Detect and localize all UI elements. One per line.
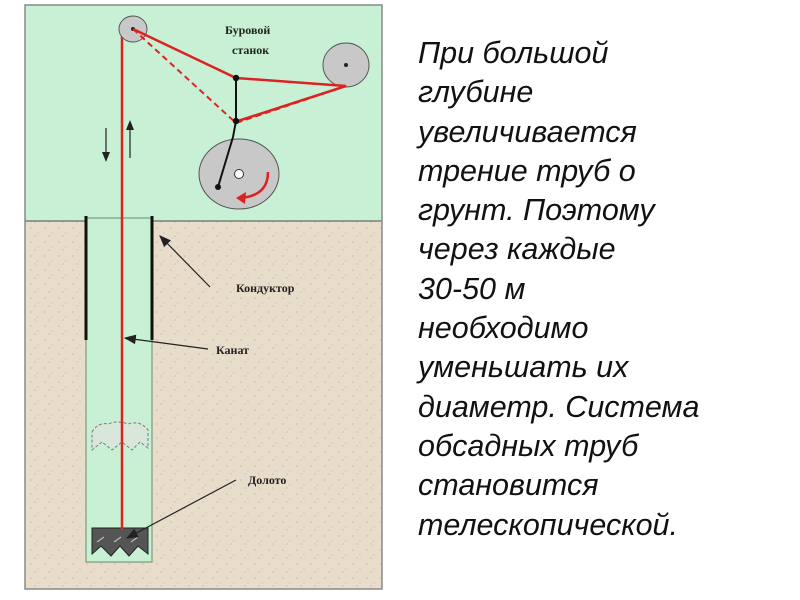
text-line-13: телескопической.: [418, 507, 678, 542]
bit-label: Долото: [248, 473, 286, 487]
text-line-1: При большой: [418, 36, 609, 70]
rope-label: Канат: [216, 343, 249, 357]
borehole: [85, 217, 153, 563]
text-line-6: через каждые: [418, 232, 616, 267]
ghost-bit: [91, 421, 149, 452]
ground-texture: [25, 221, 382, 589]
drill-rig-label-line2: станок: [232, 43, 269, 57]
drill-rig-label-line1: Буровой: [225, 23, 270, 37]
rocker-pivot-bottom: [232, 117, 240, 125]
rocker-pivot-top: [232, 74, 240, 82]
down-arrow-icon: [102, 128, 110, 162]
text-line-9: уменьшать их: [418, 350, 629, 385]
text-line-12: становится: [418, 468, 599, 503]
text-line-10: диаметр. Система: [418, 389, 700, 424]
text-line-3: увеличивается: [418, 114, 637, 149]
conductor-label: Кондуктор: [236, 281, 295, 295]
text-line-4: трение труб о: [418, 153, 636, 188]
text-line-2: глубине: [418, 75, 534, 110]
crank-wheel: [198, 136, 280, 210]
up-arrow-icon: [126, 120, 134, 158]
text-line-11: обсадных труб: [418, 428, 639, 463]
drive-wheel: [322, 42, 370, 88]
text-line-7: 30-50 м: [418, 271, 526, 306]
rope-solid: [132, 27, 347, 123]
bit-leader: [125, 479, 237, 539]
text-line-5: грунт. Поэтому: [418, 193, 655, 228]
text-line-8: необходимо: [418, 311, 589, 346]
conductor-leader: [159, 235, 211, 288]
explanation-text: При большой глубине увеличивается трение…: [418, 34, 796, 545]
rope-leader: [123, 334, 209, 350]
diagram-border: [24, 4, 383, 590]
